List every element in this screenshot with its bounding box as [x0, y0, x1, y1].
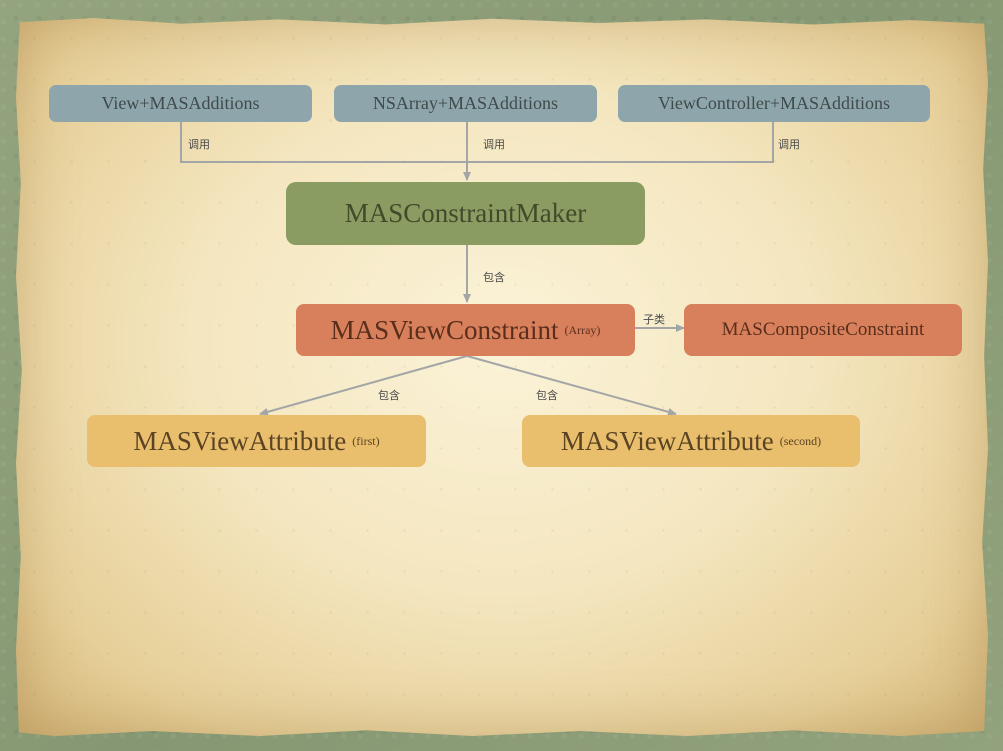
node-label: View+MASAdditions	[101, 93, 260, 113]
edge-vc-additions-to-maker	[467, 122, 774, 163]
edge-label-call: 调用	[778, 138, 800, 151]
node-note: (first)	[352, 433, 380, 448]
edge-label-contains: 包含	[483, 271, 505, 284]
node-label: MASViewConstraint	[330, 314, 559, 345]
node-masconstraintmaker: MASConstraintMaker	[286, 182, 645, 245]
edge-constraint-to-second	[466, 355, 677, 416]
node-label: NSArray+MASAdditions	[372, 93, 559, 113]
node-label: MASCompositeConstraint	[721, 319, 925, 340]
node-note: (Array)	[564, 322, 601, 337]
node-masviewconstraint: MASViewConstraint (Array)	[296, 304, 635, 356]
edge-label-subclass: 子类	[643, 313, 665, 326]
node-view-masadditions: View+MASAdditions	[49, 85, 312, 122]
node-label: MASViewAttribute	[133, 425, 347, 456]
node-note: (second)	[779, 433, 822, 448]
node-mascompositeconstraint: MASCompositeConstraint	[684, 304, 962, 356]
edge-label-call: 调用	[188, 138, 210, 151]
node-label: MASViewAttribute	[560, 425, 774, 456]
node-viewcontroller-masadditions: ViewController+MASAdditions	[618, 85, 930, 122]
edge-label-call: 调用	[483, 138, 505, 151]
node-masviewattribute-first: MASViewAttribute (first)	[87, 415, 426, 467]
node-nsarray-masadditions: NSArray+MASAdditions	[334, 85, 597, 122]
edge-label-contains: 包含	[536, 389, 558, 402]
node-label: ViewController+MASAdditions	[657, 93, 891, 113]
edge-constraint-to-first	[259, 355, 468, 416]
node-masviewattribute-second: MASViewAttribute (second)	[522, 415, 860, 467]
parchment-background	[16, 18, 988, 736]
edge-label-contains: 包含	[378, 389, 400, 402]
node-label: MASConstraintMaker	[344, 198, 587, 228]
edge-view-additions-to-maker	[180, 122, 467, 163]
